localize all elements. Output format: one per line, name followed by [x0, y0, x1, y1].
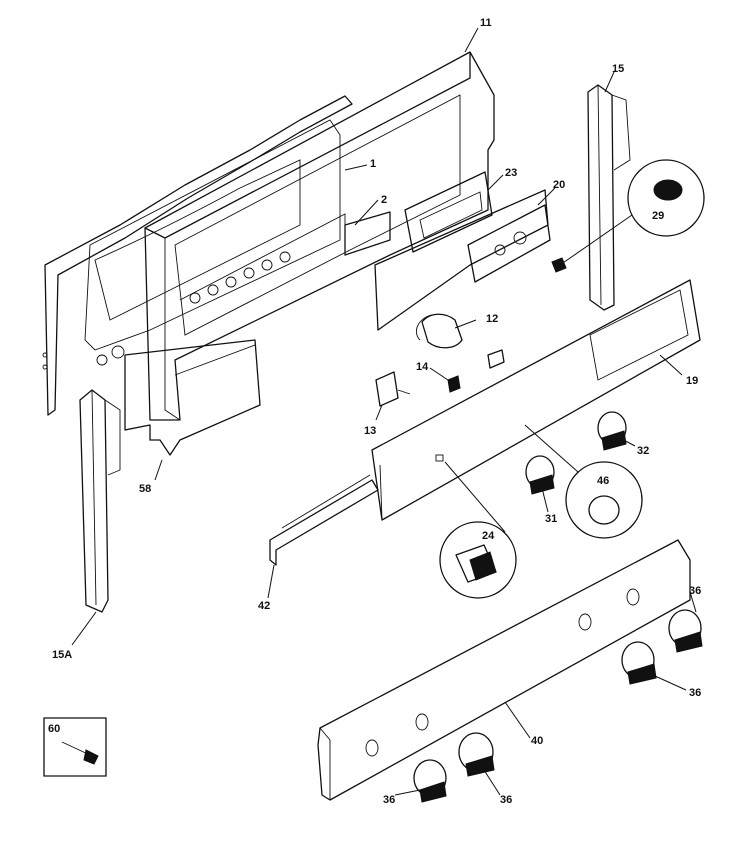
- label-part-36-c: 36: [689, 687, 701, 699]
- label-part-15a: 15A: [52, 649, 72, 661]
- label-part-36-d: 36: [689, 585, 701, 597]
- callout-29: [559, 159, 705, 266]
- knob-36-a: [413, 759, 447, 803]
- label-part-36-a: 36: [383, 794, 395, 806]
- label-part-13: 13: [364, 425, 376, 437]
- label-part-1: 1: [370, 158, 376, 170]
- label-part-60: 60: [48, 723, 60, 735]
- leader-lines: [71, 27, 697, 796]
- control-frame-part-11: [144, 51, 495, 421]
- label-part-2: 2: [381, 194, 387, 206]
- label-part-46: 46: [597, 475, 609, 487]
- display-bracket-part-23: [404, 171, 493, 253]
- label-part-32: 32: [637, 445, 649, 457]
- front-panel-part-19: [371, 279, 701, 521]
- knob-36-c: [621, 641, 657, 685]
- knob-32: [597, 411, 627, 451]
- label-part-36-b: 36: [500, 794, 512, 806]
- switch-part-14: [447, 349, 505, 393]
- callout-24: [439, 461, 517, 599]
- thermostat-part-12: [416, 313, 463, 349]
- label-part-12: 12: [486, 313, 498, 325]
- label-part-31: 31: [545, 513, 557, 525]
- clock-timer-part-20: [374, 189, 567, 331]
- label-part-23: 23: [505, 167, 517, 179]
- manifold-panel-part-40: [317, 539, 691, 801]
- label-part-11: 11: [480, 17, 492, 29]
- knob-36-d: [668, 609, 703, 653]
- inner-bracket-part-2: [344, 211, 391, 256]
- label-part-24: 24: [482, 530, 495, 542]
- label-part-29: 29: [652, 210, 664, 222]
- back-panel-part-1: [42, 95, 353, 416]
- right-side-rail-part-15: [587, 84, 631, 311]
- label-part-14: 14: [416, 361, 429, 373]
- knob-36-b: [458, 732, 495, 777]
- left-side-rail-part-15a: [79, 389, 121, 613]
- relay-part-13: [375, 371, 411, 407]
- screw-box-60: [43, 717, 107, 777]
- label-part-20: 20: [553, 179, 565, 191]
- label-part-42: 42: [258, 600, 270, 612]
- lower-trim-rail-part-42: [269, 474, 379, 566]
- label-part-19: 19: [686, 375, 698, 387]
- lower-bracket-part-58: [124, 339, 261, 456]
- label-part-40: 40: [531, 735, 543, 747]
- callout-46: [524, 424, 643, 539]
- label-part-15: 15: [612, 63, 624, 75]
- knob-31: [525, 455, 555, 495]
- label-part-58: 58: [139, 483, 151, 495]
